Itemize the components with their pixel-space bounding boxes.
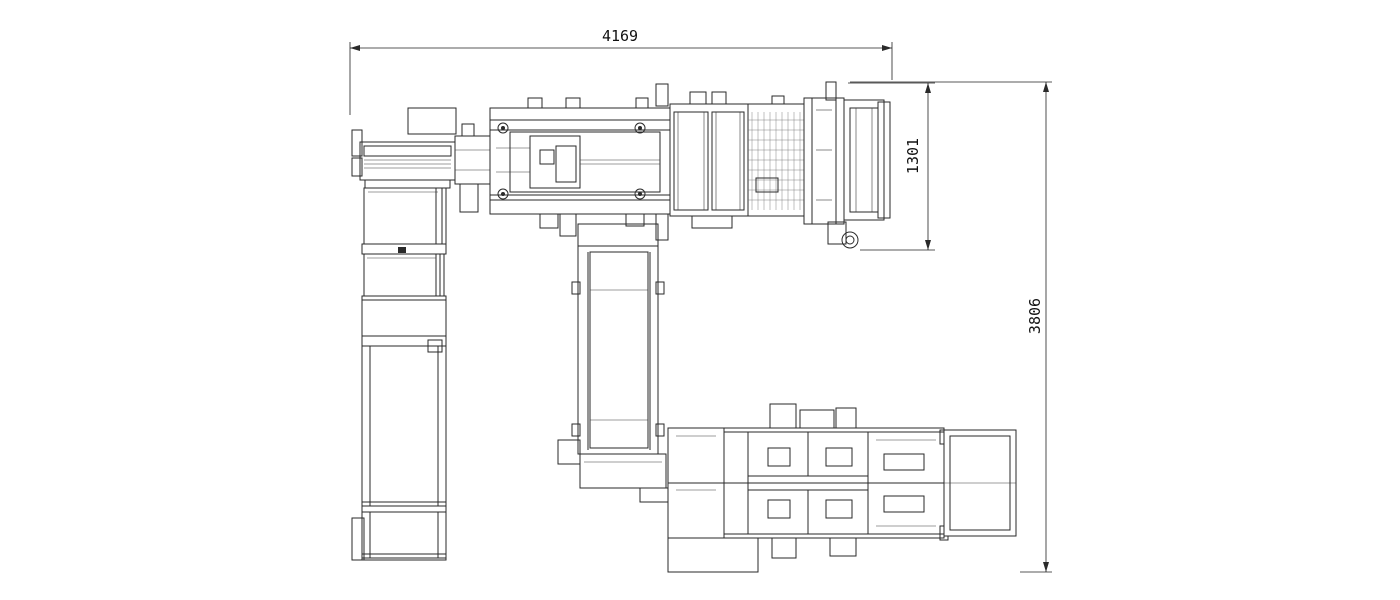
top-main-machine: [454, 81, 891, 249]
middle-transfer-conveyor: [557, 223, 669, 503]
dimension-upper-height: 1301: [848, 82, 935, 251]
left-infeed-conveyor: [351, 107, 457, 561]
dimension-overall-width: 4169: [349, 27, 893, 115]
upper-height-label: 1301: [904, 138, 922, 174]
dimension-overall-height: 3806: [850, 81, 1052, 573]
width-label: 4169: [602, 27, 638, 45]
lower-packing-unit: [667, 403, 1017, 573]
mesh-grid: [748, 112, 804, 210]
overall-height-label: 3806: [1026, 298, 1044, 334]
